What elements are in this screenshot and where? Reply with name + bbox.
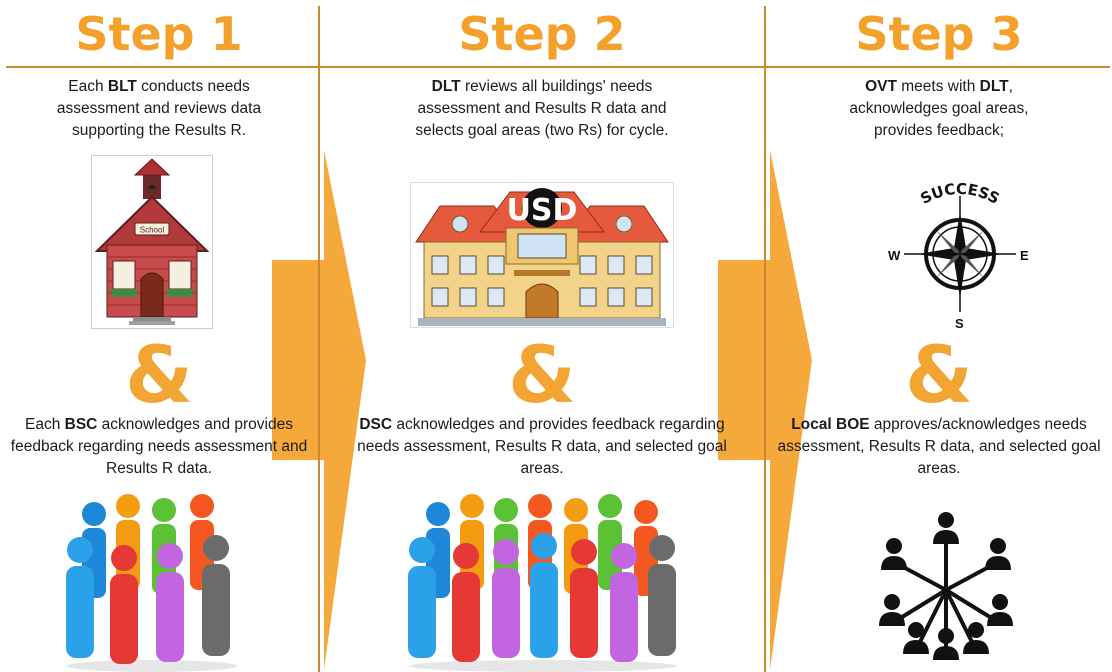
step-1-text-bottom-bold: BSC <box>64 416 98 433</box>
compass-e-label: E <box>1020 248 1029 263</box>
step-2-text-top-post: reviews all buildings' needs assessment … <box>415 78 669 139</box>
step-3-text-bottom: Local BOE approves/acknowledges needs as… <box>766 414 1112 480</box>
step-2-text-top-bold: DLT <box>431 78 461 95</box>
step-1-text-top-post: conducts needs assessment and reviews da… <box>56 78 262 139</box>
step-2-text-bottom: DSC acknowledges and provides feedback r… <box>320 414 764 480</box>
usd-label: USD <box>507 193 578 228</box>
step-3-text-top-bold: OVT <box>865 78 897 95</box>
step-2-text-bottom-post: acknowledges and provides feedback regar… <box>357 416 727 477</box>
step-1-text-top: Each BLT conducts needs assessment and r… <box>0 76 318 142</box>
compass-s-label: S <box>955 316 964 331</box>
step-1-text-bottom-post: acknowledges and provides feedback regar… <box>10 416 308 477</box>
step-2-text-bottom-bold: DSC <box>359 416 393 433</box>
compass-icon: SUCCESS W E S <box>888 180 1029 331</box>
header-divider <box>6 66 1110 68</box>
column-divider-1 <box>318 6 320 672</box>
step-1-text-top-bold: BLT <box>107 78 137 95</box>
step-2-text-top: DLT reviews all buildings' needs assessm… <box>320 76 764 142</box>
step-2-column: Step 2 DLT reviews all buildings' needs … <box>320 0 764 672</box>
step-3-column: Step 3 OVT meets with DLT, acknowledges … <box>766 0 1112 672</box>
step-3-text-bottom-bold: Local BOE <box>791 416 870 433</box>
column-divider-2 <box>764 6 766 672</box>
step-3-text-top-post2: , acknowledges goal areas, provides feed… <box>849 78 1029 139</box>
compass-w-label: W <box>888 248 901 263</box>
step-3-ampersand: & <box>904 331 974 421</box>
step-3-text-top-post: meets with <box>896 78 980 95</box>
step-1-title: Step 1 <box>75 7 243 61</box>
step-3-text-top: OVT meets with DLT, acknowledges goal ar… <box>766 76 1112 142</box>
school-sign-label: School <box>140 226 165 235</box>
step-3-title: Step 3 <box>855 7 1023 61</box>
crowd-icon <box>408 494 677 672</box>
step-3-text-bottom-post: approves/acknowledges needs assessment, … <box>777 416 1101 477</box>
step-1-column: Step 1 Each BLT conducts needs assessmen… <box>0 0 318 672</box>
step-1-text-top-pre: Each <box>68 78 108 95</box>
step-3-text-top-bold2: DLT <box>979 78 1009 95</box>
step-1-ampersand: & <box>124 331 194 421</box>
district-building-icon: USD <box>410 182 674 328</box>
network-people-icon <box>879 512 1013 660</box>
step-2-title: Step 2 <box>458 7 626 61</box>
step-1-text-bottom: Each BSC acknowledges and provides feedb… <box>0 414 318 480</box>
schoolhouse-icon: School <box>91 155 213 329</box>
crowd-icon <box>66 494 238 672</box>
step-2-ampersand: & <box>507 331 577 421</box>
step-1-text-bottom-pre: Each <box>25 416 65 433</box>
